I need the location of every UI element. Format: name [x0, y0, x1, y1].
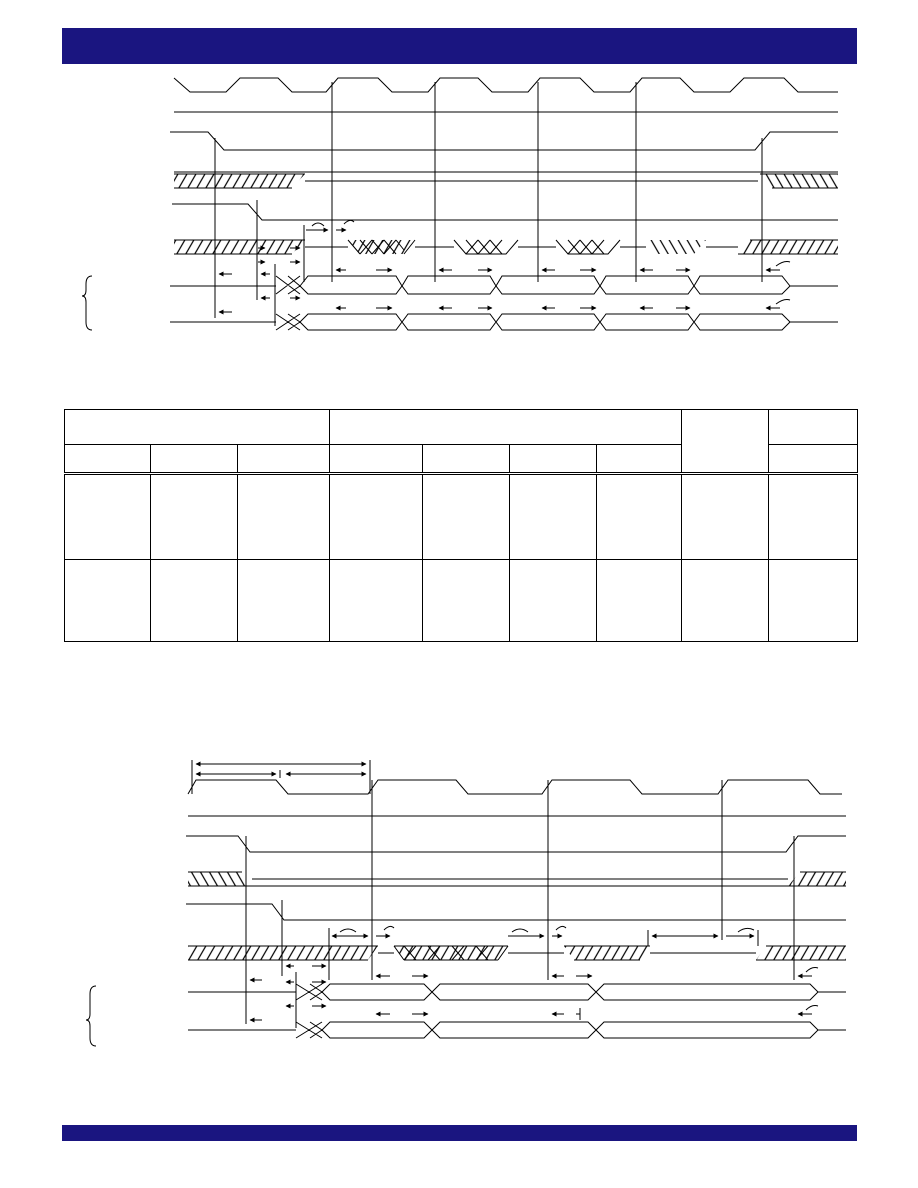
strobe-waveform — [186, 835, 846, 853]
header-bar — [62, 28, 857, 64]
table-header-col-8 — [681, 409, 770, 474]
table-header-col-9 — [768, 409, 859, 445]
timing-table — [63, 409, 859, 642]
table-subheader — [329, 444, 424, 474]
footer-bar — [62, 1125, 857, 1141]
table-subheader — [150, 444, 238, 474]
timing-diagram-top — [81, 77, 838, 331]
enable-waveform — [186, 903, 846, 921]
output-b-waveform — [170, 313, 838, 331]
enable-waveform — [172, 203, 838, 221]
table-subheader — [236, 444, 331, 474]
table-row — [64, 559, 859, 642]
clock-waveform — [173, 77, 838, 93]
clock-waveform — [187, 779, 842, 795]
output-a-waveform — [188, 983, 846, 1001]
table-header-group-1 — [63, 409, 331, 445]
table-subheader — [768, 444, 859, 474]
strobe-waveform — [170, 131, 838, 151]
output-a-waveform — [170, 275, 838, 295]
table-row — [64, 472, 859, 560]
table-subheader — [596, 444, 683, 474]
table-subheader — [509, 444, 598, 474]
table-header-group-2 — [329, 409, 683, 445]
timing-diagram-bottom — [85, 760, 846, 1047]
output-b-waveform — [188, 1021, 846, 1039]
output-brace — [85, 985, 97, 1047]
output-brace — [81, 275, 93, 331]
table-subheader — [422, 444, 511, 474]
table-subheader — [64, 444, 151, 474]
